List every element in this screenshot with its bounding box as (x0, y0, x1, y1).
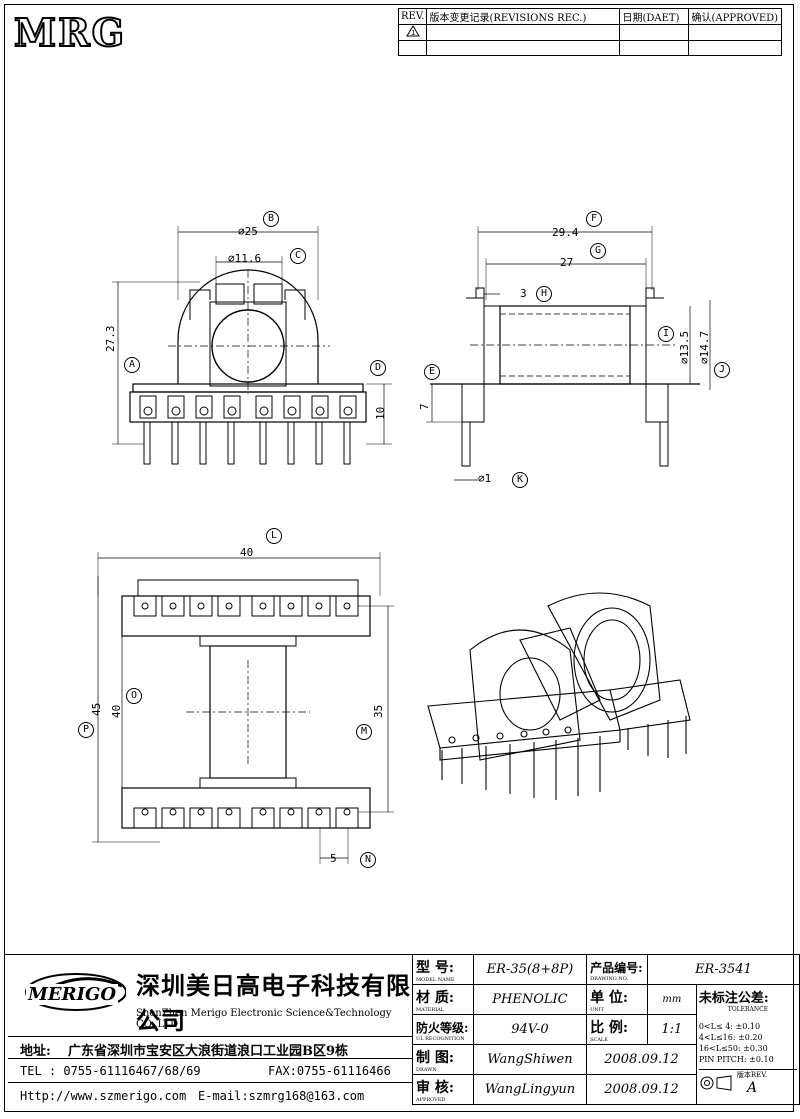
mrg-logo: MRG (13, 9, 127, 56)
rev-value: A (747, 1080, 758, 1096)
revision-triangle-icon: 1 (397, 24, 428, 41)
company-block: MERIGO 深圳美日高电子科技有限公司 ShenZhen Merigo Ele… (8, 958, 412, 1036)
material-value: PHENOLIC (472, 984, 588, 1015)
label-M: M (356, 724, 372, 740)
dimension-labels: B ⌀25 C ⌀11.6 A 27.3 D 10 F 29.4 G 27 3 … (78, 211, 730, 868)
drawn-date: 2008.09.12 (586, 1044, 697, 1075)
dim-dia13_5: ⌀13.5 (678, 330, 691, 364)
dim-dia14_7: ⌀14.7 (698, 330, 711, 364)
front-pin-row (139, 395, 357, 465)
dim-dia25: ⌀25 (238, 225, 258, 238)
projection-symbol-icon (700, 1075, 732, 1091)
scale-value: 1:1 (646, 1014, 697, 1045)
model-label: 型 号: (416, 959, 455, 976)
email-link[interactable]: E-mail:szmrg168@163.com (198, 1089, 365, 1103)
company-name-en: ShenZhen Merigo Electronic Science&Techn… (136, 1008, 392, 1030)
fax: FAX:0755-61116466 (268, 1064, 391, 1078)
ul-value: 94V-0 (472, 1014, 588, 1045)
spec-table: 型 号:MODEL NAME ER-35(8+8P) 产品编号:DRAWING … (412, 954, 800, 1105)
label-D: D (370, 360, 386, 376)
label-E: E (424, 364, 440, 380)
dim-h40: 40 (110, 704, 123, 718)
material-label: 材 质: (416, 989, 455, 1006)
address: 广东省深圳市宝安区大浪街道浪口工业园B区9栋 (68, 1044, 349, 1059)
dim-h35: 35 (372, 704, 385, 718)
technical-drawing (92, 226, 711, 864)
svg-text:1: 1 (411, 29, 415, 37)
dim-w40: 40 (240, 546, 254, 559)
label-N: N (360, 852, 376, 868)
label-J: J (714, 362, 730, 378)
label-P: P (78, 722, 94, 738)
scale-label: 比 例: (590, 1019, 629, 1036)
label-F: F (586, 211, 602, 227)
approved-label: 审 核: (416, 1079, 455, 1096)
label-A: A (124, 357, 140, 373)
revision-row-2 (397, 40, 428, 56)
drawn-by: WangShiwen (472, 1044, 588, 1075)
dim-p5: 5 (330, 852, 337, 865)
unit-label: 单 位: (590, 989, 629, 1006)
top-view (92, 552, 394, 864)
dim-w27: 27 (560, 256, 574, 269)
front-view (112, 226, 392, 465)
label-G: G (590, 243, 606, 259)
drawn-label: 制 图: (416, 1049, 455, 1066)
side-view (426, 226, 711, 481)
dim-h45: 45 (90, 702, 103, 716)
dim-h27_3: 27.3 (104, 325, 117, 353)
company-name-cn: 深圳美日高电子科技有限公司 (136, 971, 411, 1035)
dim-w3: 3 (520, 287, 527, 300)
label-B: B (263, 211, 279, 227)
revisions-table: REV. 版本变更记录(REVISIONS REC.) 日期(DAET) 确认(… (397, 8, 783, 56)
dim-h10: 10 (374, 406, 387, 420)
address-label: 地址: (20, 1044, 51, 1059)
unit-value: mm (646, 984, 697, 1015)
label-C: C (290, 248, 306, 264)
dim-dia11_6: ⌀11.6 (228, 252, 262, 265)
drawing-no-label: 产品编号: (590, 961, 643, 975)
label-K: K (512, 472, 528, 488)
drawing-sheet (4, 4, 794, 1112)
approved-date: 2008.09.12 (586, 1074, 697, 1105)
label-I: I (658, 326, 674, 342)
model-value: ER-35(8+8P) (472, 954, 588, 985)
label-L: L (266, 528, 282, 544)
iso-pins (441, 716, 687, 800)
telephone: TEL : 0755-61116467/68/69 (20, 1064, 201, 1078)
label-H: H (536, 286, 552, 302)
label-O: O (126, 688, 142, 704)
isometric-view (427, 592, 691, 800)
rev-label: 版本REV. (736, 1071, 768, 1079)
title-block (4, 954, 794, 1113)
dim-dia1: ⌀1 (478, 472, 492, 485)
ul-label: 防火等级: (416, 1021, 469, 1035)
merigo-logo: MERIGO (26, 984, 119, 1005)
tolerance-label: 未标注公差: (698, 991, 769, 1006)
top-pin-row-upper (133, 595, 359, 617)
approved-by: WangLingyun (472, 1074, 588, 1105)
website-link[interactable]: Http://www.szmerigo.com (20, 1089, 187, 1103)
tolerance-list: 0<L≤ 4: ±0.10 4<L≤16: ±0.20 16<L≤50: ±0.… (698, 1022, 774, 1064)
dim-h7: 7 (418, 403, 431, 410)
dim-w29_4: 29.4 (552, 226, 579, 239)
top-pin-row-lower (133, 807, 359, 829)
drawing-no-value: ER-3541 (646, 954, 800, 985)
